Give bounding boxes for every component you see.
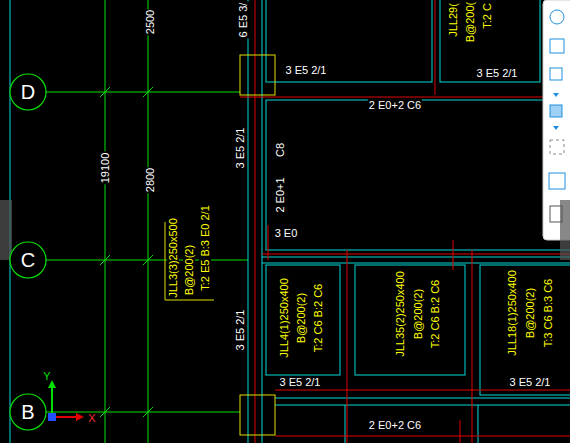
rebar-note: 3 E0 (274, 227, 299, 239)
dimension: 19100 (99, 152, 111, 185)
rebar-note: 2 E0+1 (274, 176, 286, 213)
beam-label: JLL4(1)250x400 (278, 277, 290, 359)
rebar-note: T:2 C6 B:2 C6 (312, 283, 324, 353)
axis-bubble: B (9, 393, 47, 431)
stirrup-note: B@200( (464, 1, 476, 44)
stirrup-note: B@200(2) (524, 287, 536, 339)
rebar-note: 3 E5 2/1 (234, 127, 246, 170)
beam-label: JLL18(1)250x400 (506, 269, 518, 357)
axis-letter: Y (42, 370, 51, 382)
axis-bubble: D (9, 73, 47, 111)
axis-label: D (9, 81, 47, 104)
rebar-note: T:3 C6 B:3 C6 (542, 278, 554, 348)
stirrup-note: B@200(2) (295, 292, 307, 344)
axis-label: B (9, 401, 47, 424)
stirrup-note: B@200(2) (412, 288, 424, 340)
beam-label: JLL35(2)250x400 (394, 270, 406, 358)
rebar-note: 3 E5 2/1 (279, 376, 322, 388)
axis-label: C (9, 249, 47, 272)
rebar-note: T:2 C6 B:2 C6 (429, 279, 441, 349)
dimension: 2500 (144, 9, 156, 35)
rebar-note: T:2 C (481, 2, 493, 30)
stirrup-note: B@200(2) (183, 244, 195, 296)
rebar-note: 2 E0+2 C6 (368, 99, 422, 111)
rebar-note: C8 (274, 142, 286, 158)
axis-bubble: C (9, 241, 47, 279)
rebar-note: 3 E5 2/1 (476, 67, 519, 79)
dimension: 2800 (144, 167, 156, 193)
beam-label: JLL29( (447, 2, 459, 38)
axis-letter: X (87, 412, 96, 424)
rebar-note: 6 E5 3/ (237, 2, 249, 39)
rebar-note: 3 E5 2/1 (234, 309, 246, 352)
rebar-note: 2 E0+2 C6 (368, 419, 422, 431)
rebar-note: 3 E5 2/1 (285, 64, 328, 76)
rebar-note: T:2 E5 B:3 E0 2/1 (199, 204, 211, 292)
rebar-note: 3 E5 2/1 (509, 376, 552, 388)
beam-label: JLL3(3)250x500 (167, 217, 179, 299)
